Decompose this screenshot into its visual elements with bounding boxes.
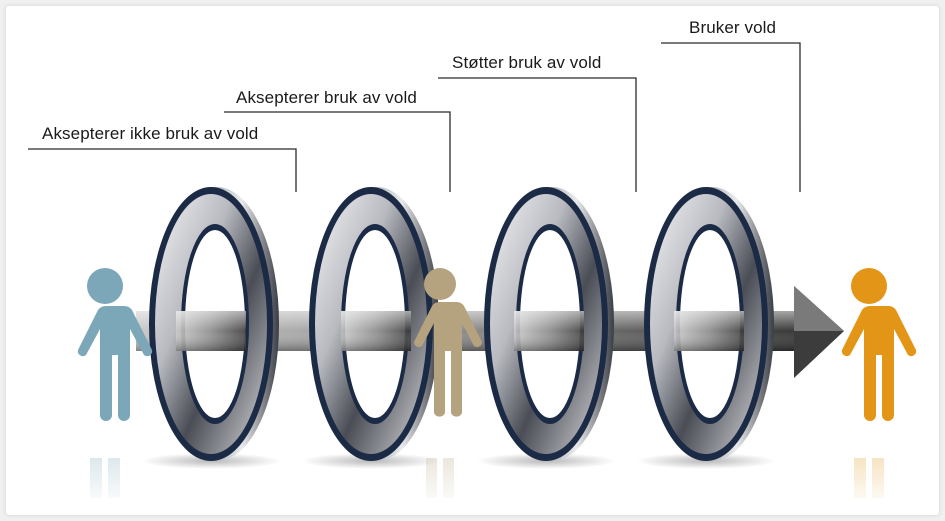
stage-label-2: Aksepterer bruk av vold	[236, 88, 417, 107]
leader-line-stage4	[661, 42, 801, 192]
person-reflections	[6, 458, 939, 508]
diagram-canvas	[6, 42, 939, 508]
arrow-through-rings	[176, 311, 744, 351]
leader-lines	[28, 42, 801, 192]
slide: Aksepterer ikke bruk av vold Aksepterer …	[6, 6, 939, 515]
leader-line-stage1	[28, 148, 297, 192]
person-icon-middle	[414, 268, 482, 417]
stage-label-3: Støtter bruk av vold	[452, 53, 602, 72]
stage-label-4: Bruker vold	[689, 18, 777, 37]
stage-label-1: Aksepterer ikke bruk av vold	[42, 124, 259, 143]
person-icon-right	[841, 268, 917, 421]
person-icon-left	[77, 268, 153, 421]
leader-line-stage2	[224, 111, 451, 192]
leader-line-stage3	[438, 77, 637, 192]
